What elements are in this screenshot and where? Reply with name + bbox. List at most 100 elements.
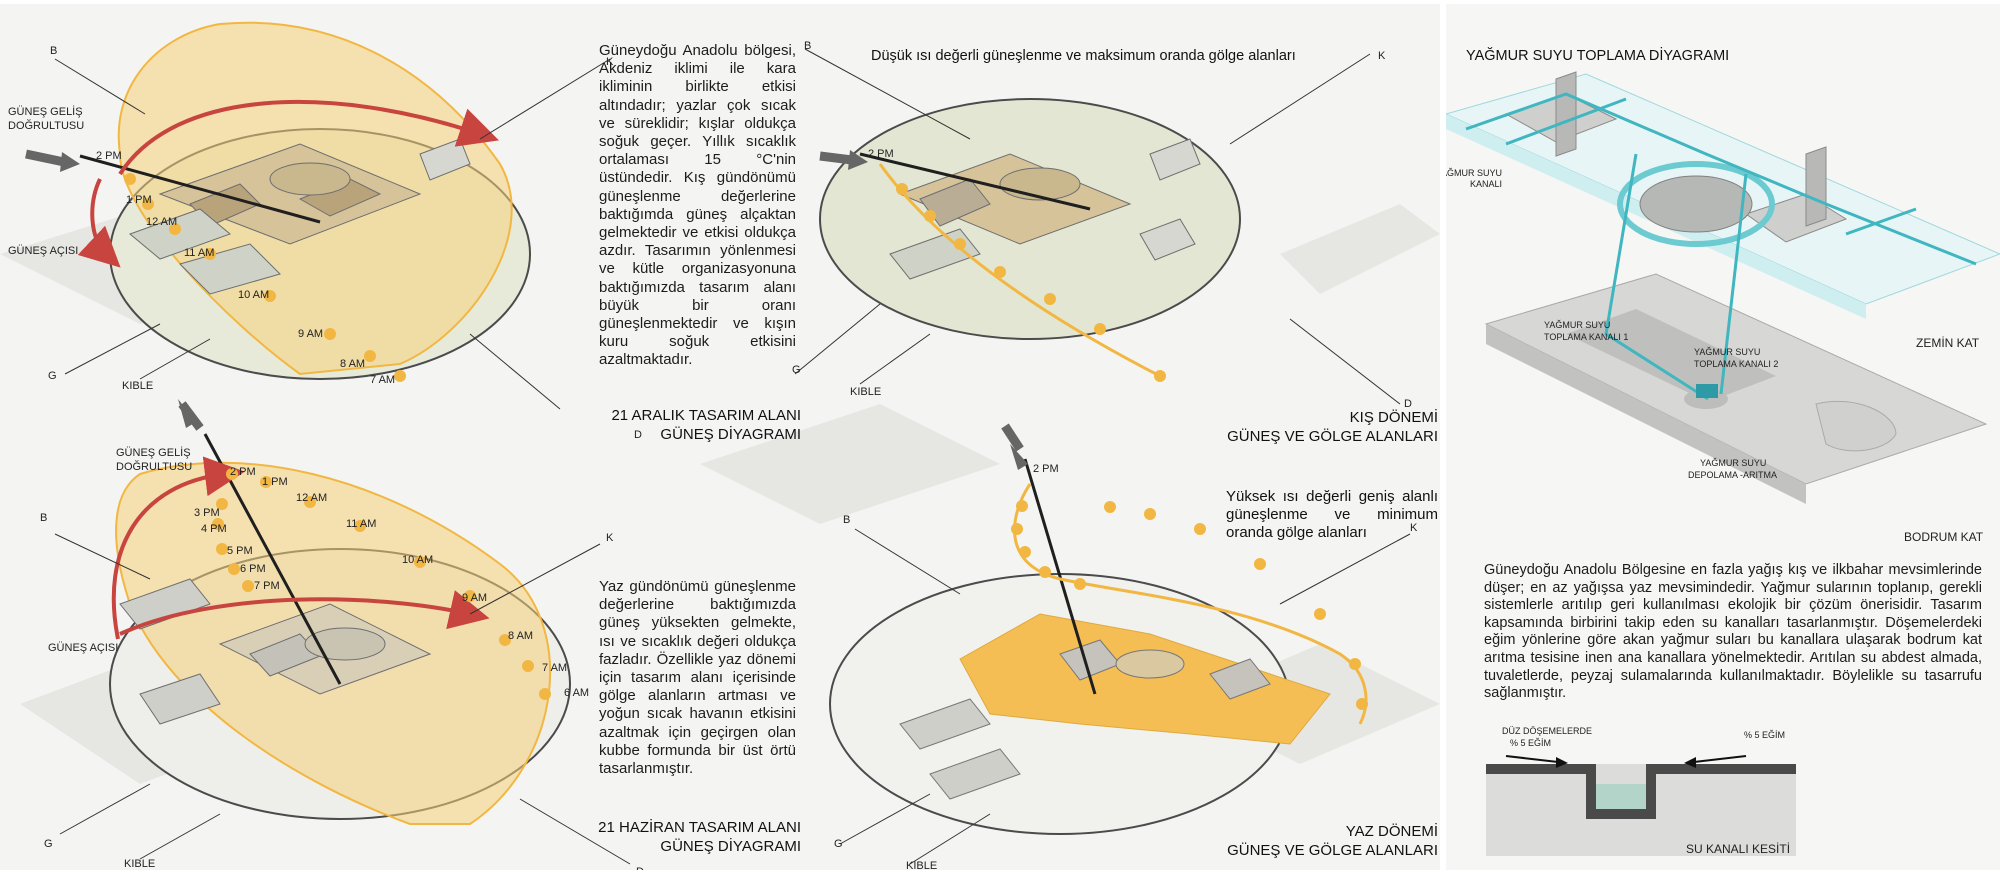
kible-label: KIBLE bbox=[122, 380, 154, 392]
time-label: 2 PM bbox=[1033, 463, 1059, 475]
collect-1-label: YAĞMUR SUYU bbox=[1544, 320, 1611, 330]
time-label: 2 PM bbox=[868, 148, 894, 160]
title-line-1: YAZ DÖNEMİ bbox=[1345, 823, 1438, 840]
collect-1-label: TOPLAMA KANALI 1 bbox=[1544, 332, 1629, 342]
rainwater-paragraph: Güneydoğu Anadolu Bölgesine en fazla yağ… bbox=[1484, 562, 1982, 702]
time-label: 8 AM bbox=[508, 630, 534, 642]
title-line-1: 21 ARALIK TASARIM ALANI bbox=[611, 407, 801, 424]
time-label: 7 AM bbox=[542, 662, 568, 674]
sun-angle-label: GÜNEŞ AÇISI bbox=[8, 245, 79, 257]
winter-sun-diagram bbox=[25, 21, 611, 410]
time-label: 6 PM bbox=[240, 563, 266, 575]
summer-sun-title: 21 HAZİRAN TASARIM ALANI GÜNEŞ DİYAGRAMI bbox=[560, 818, 801, 856]
summer-shade-caption: Yüksek ısı değerli geniş alanlı güneşlen… bbox=[1226, 488, 1438, 541]
title-line-2: GÜNEŞ VE GÖLGE ALANLARI bbox=[1227, 428, 1438, 445]
summer-sun-paragraph: Yaz gündönümü güneşlenme değerlerine bak… bbox=[599, 578, 796, 778]
time-label: 7 PM bbox=[254, 580, 280, 592]
section-caption: SU KANALI KESİTİ bbox=[1686, 842, 1791, 856]
winter-sun-paragraph: Güneydoğu Anadolu bölgesi, Akdeniz iklim… bbox=[599, 42, 796, 369]
title-line-2: GÜNEŞ DİYAGRAMI bbox=[660, 426, 801, 443]
section-left-label: % 5 EĞİM bbox=[1510, 738, 1552, 748]
title-line-1: 21 HAZİRAN TASARIM ALANI bbox=[598, 819, 801, 836]
solar-diagrams-panel: B K G D KIBLE GÜNEŞ GELİŞ DOĞRULTUSU GÜN… bbox=[0, 4, 1440, 870]
time-label: 4 PM bbox=[201, 523, 227, 535]
winter-sun-arc bbox=[118, 99, 499, 176]
direction-g-label: G bbox=[792, 364, 801, 376]
direction-k-label: K bbox=[606, 56, 614, 68]
summer-sun-arc bbox=[111, 456, 245, 640]
direction-d-label: D bbox=[1404, 398, 1412, 410]
rainwater-svg bbox=[1446, 71, 2000, 856]
direction-b-label: B bbox=[50, 45, 58, 57]
time-label: 11 AM bbox=[346, 518, 377, 530]
direction-d-label: D bbox=[636, 866, 644, 870]
sunlit-area bbox=[959, 613, 1331, 745]
winter-shade-sun-line bbox=[859, 152, 1091, 211]
section-right-label: % 5 EĞİM bbox=[1744, 730, 1786, 740]
time-label: 5 PM bbox=[227, 545, 253, 557]
title-line-1: KIŞ DÖNEMİ bbox=[1349, 409, 1438, 426]
time-label: 1 PM bbox=[262, 476, 288, 488]
time-label: 8 AM bbox=[340, 358, 366, 370]
direction-g-label: G bbox=[48, 370, 57, 382]
winter-shade-diagram bbox=[794, 48, 1401, 405]
rainwater-panel: YAĞMUR SUYU TOPLAMA DİYAGRAMI YAĞMUR SUY… bbox=[1446, 4, 2000, 870]
time-label: 12 AM bbox=[296, 492, 328, 504]
title-line-2: GÜNEŞ VE GÖLGE ALANLARI bbox=[1227, 842, 1438, 859]
time-label: 11 AM bbox=[184, 247, 215, 259]
section-left-label: DÜZ DÖŞEMELERDE bbox=[1502, 726, 1593, 736]
title-line-2: GÜNEŞ DİYAGRAMI bbox=[660, 838, 801, 855]
dome-ring bbox=[1617, 161, 1775, 247]
summer-shade-sun-path bbox=[1013, 483, 1368, 725]
time-label: 2 PM bbox=[230, 466, 256, 478]
direction-g-label: G bbox=[44, 838, 53, 850]
time-label: 7 AM bbox=[370, 374, 396, 386]
sun-direction-label: GÜNEŞ GELİŞ bbox=[116, 447, 191, 459]
sun-direction-label: GÜNEŞ GELİŞ bbox=[8, 106, 83, 118]
winter-sun-line bbox=[79, 154, 321, 224]
collect-2-label: YAĞMUR SUYU bbox=[1694, 347, 1761, 357]
sun-direction-label: DOĞRULTUSU bbox=[8, 120, 85, 132]
time-label: 1 PM bbox=[126, 194, 152, 206]
time-label: 10 AM bbox=[238, 289, 270, 301]
time-label: 3 PM bbox=[194, 507, 220, 519]
sun-angle-label: GÜNEŞ AÇISI bbox=[48, 642, 119, 654]
direction-d-label: D bbox=[634, 429, 642, 441]
winter-shade-caption: Düşük ısı değerli güneşlenme ve maksimum… bbox=[871, 48, 1296, 64]
winter-shade-title: KIŞ DÖNEMİ GÜNEŞ VE GÖLGE ALANLARI bbox=[1100, 408, 1438, 446]
direction-b-label: B bbox=[40, 512, 48, 524]
direction-b-label: B bbox=[843, 514, 851, 526]
time-label: 9 AM bbox=[462, 592, 488, 604]
direction-b-label: B bbox=[804, 40, 812, 52]
summer-shade-sun-line bbox=[1023, 458, 1097, 695]
time-label: 10 AM bbox=[402, 554, 434, 566]
time-label: 9 AM bbox=[298, 328, 324, 340]
storage-tank bbox=[1696, 384, 1718, 398]
time-label: 12 AM bbox=[146, 216, 178, 228]
sun-direction-label: DOĞRULTUSU bbox=[116, 461, 193, 473]
collect-2-label: TOPLAMA KANALI 2 bbox=[1694, 359, 1779, 369]
channel-label: KANALI bbox=[1469, 179, 1502, 189]
direction-k-label: K bbox=[606, 532, 614, 544]
winter-sun-title: 21 ARALIK TASARIM ALANI GÜNEŞ DİYAGRAMI bbox=[560, 406, 801, 444]
direction-k-label: K bbox=[1378, 50, 1386, 62]
summer-sun-diagram bbox=[54, 399, 631, 865]
kible-label: KIBLE bbox=[124, 858, 156, 870]
channel-section bbox=[1486, 755, 1796, 856]
summer-shade-title: YAZ DÖNEMİ GÜNEŞ VE GÖLGE ALANLARI bbox=[1100, 822, 1438, 860]
kible-label: KIBLE bbox=[906, 860, 938, 870]
basement-label: BODRUM KAT bbox=[1904, 530, 1984, 544]
direction-g-label: G bbox=[834, 838, 843, 850]
time-label: 6 AM bbox=[564, 687, 590, 699]
water-channels bbox=[1465, 92, 1977, 401]
solar-diagrams-svg bbox=[0, 21, 1440, 865]
rainwater-heading: YAĞMUR SUYU TOPLAMA DİYAGRAMI bbox=[1466, 48, 1730, 64]
summer-shade-diagram bbox=[829, 423, 1411, 865]
kible-label: KIBLE bbox=[850, 386, 882, 398]
time-label: 2 PM bbox=[96, 150, 122, 162]
storage-label: DEPOLAMA -ARITMA bbox=[1688, 470, 1778, 480]
channel-label: YAĞMUR SUYU bbox=[1446, 168, 1502, 178]
direction-k-label: K bbox=[1410, 522, 1418, 534]
storage-label: YAĞMUR SUYU bbox=[1700, 458, 1767, 468]
ground-floor-label: ZEMİN KAT bbox=[1916, 336, 1980, 350]
